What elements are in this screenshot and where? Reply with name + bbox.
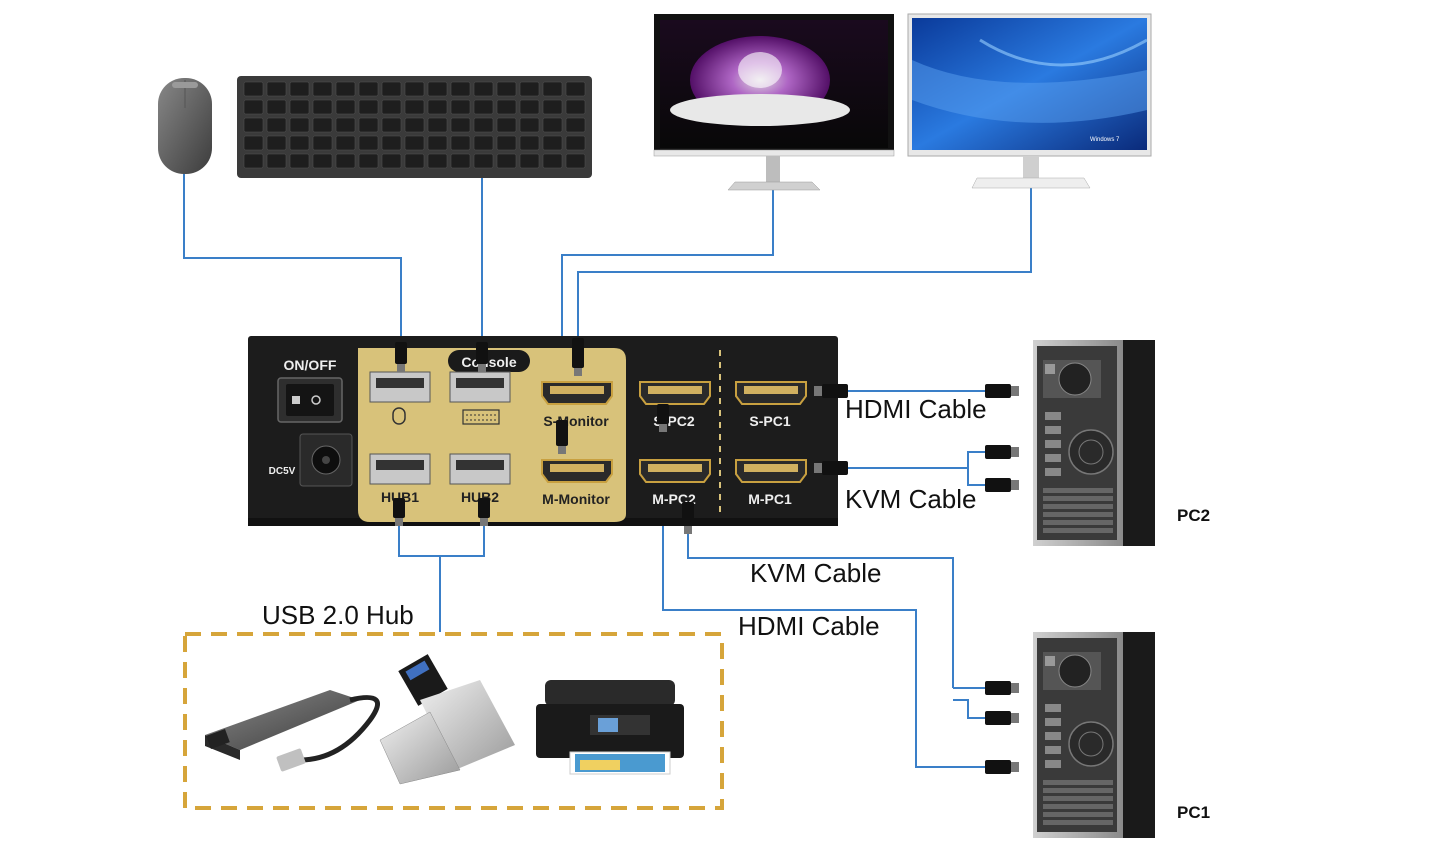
monitor-2-icon: Windows 7 <box>907 13 1152 189</box>
printer-icon <box>536 680 684 775</box>
kvm-cable-label-top: KVM Cable <box>845 484 977 514</box>
m-pc1-cable-plug <box>814 461 848 475</box>
s-pc1-cable-plug <box>814 384 848 398</box>
console-label: Console <box>461 354 516 370</box>
mouse-cable-plug <box>395 342 407 372</box>
pc1-tower-icon <box>1033 632 1155 838</box>
s-pc2-cable-plug <box>657 404 669 432</box>
pc1-label: PC1 <box>1177 803 1210 822</box>
hdmi-s-pc2-port[interactable] <box>639 381 711 405</box>
m-monitor-label: M-Monitor <box>542 491 610 507</box>
hdmi-cable-label-top: HDMI Cable <box>845 394 987 424</box>
mouse-port-icon <box>392 407 406 425</box>
cable-plugs <box>393 338 1019 774</box>
usb-hub2-port[interactable] <box>449 453 511 485</box>
m-pc2-cable-plug <box>682 502 694 534</box>
monitor-1-icon <box>653 14 895 191</box>
hdmi-m-pc1-port[interactable] <box>735 459 807 483</box>
pc2-hdmi-plug <box>985 384 1019 398</box>
m-pc1-label: M-PC1 <box>748 491 792 507</box>
hdmi-s-pc1-port[interactable] <box>735 381 807 405</box>
wires <box>183 172 1032 768</box>
s-monitor-cable-plug <box>572 338 584 376</box>
usb-hub-dongle-icon <box>205 690 380 772</box>
keyboard-icon <box>237 76 592 178</box>
monitor-2-brand: Windows 7 <box>1090 137 1120 143</box>
hdmi-m-pc2-port[interactable] <box>639 459 711 483</box>
hdmi-s-monitor-port[interactable] <box>541 381 613 405</box>
usb-flash-drive-icon <box>379 654 515 785</box>
hub1-cable-plug <box>393 498 405 526</box>
s-monitor-label: S-Monitor <box>543 413 609 429</box>
kvm-cable-label-bottom: KVM Cable <box>750 558 882 588</box>
keyboard-port-icon <box>462 409 500 425</box>
hdmi-m-monitor-port[interactable] <box>541 459 613 483</box>
pc2-kvm-hdmi-plug <box>985 478 1019 492</box>
pc1-hdmi-plug <box>985 760 1019 774</box>
usb-hub1-port[interactable] <box>369 453 431 485</box>
keyboard-cable-plug <box>476 342 488 372</box>
usb-keyboard-port[interactable] <box>449 371 511 403</box>
kvm-switch: Console ON/OFF DC5V <box>248 336 838 526</box>
pc1-usb-plug <box>985 681 1019 695</box>
pc2-label: PC2 <box>1177 506 1210 525</box>
pc2-usb-plug <box>985 445 1019 459</box>
power-label: ON/OFF <box>284 357 337 373</box>
mouse-icon <box>158 78 212 174</box>
m-monitor-cable-plug <box>556 420 568 454</box>
usb-mouse-port[interactable] <box>369 371 431 403</box>
pc2-tower-icon <box>1033 340 1155 546</box>
s-pc1-label: S-PC1 <box>749 413 790 429</box>
dc-label: DC5V <box>269 466 296 477</box>
hub2-cable-plug <box>478 498 490 526</box>
pc1-kvm-hdmi-plug <box>985 711 1019 725</box>
usb-hub-label: USB 2.0 Hub <box>262 600 414 630</box>
hdmi-cable-label-bottom: HDMI Cable <box>738 611 880 641</box>
usb-hub-group <box>183 632 724 810</box>
hub1-label: HUB1 <box>381 489 419 505</box>
